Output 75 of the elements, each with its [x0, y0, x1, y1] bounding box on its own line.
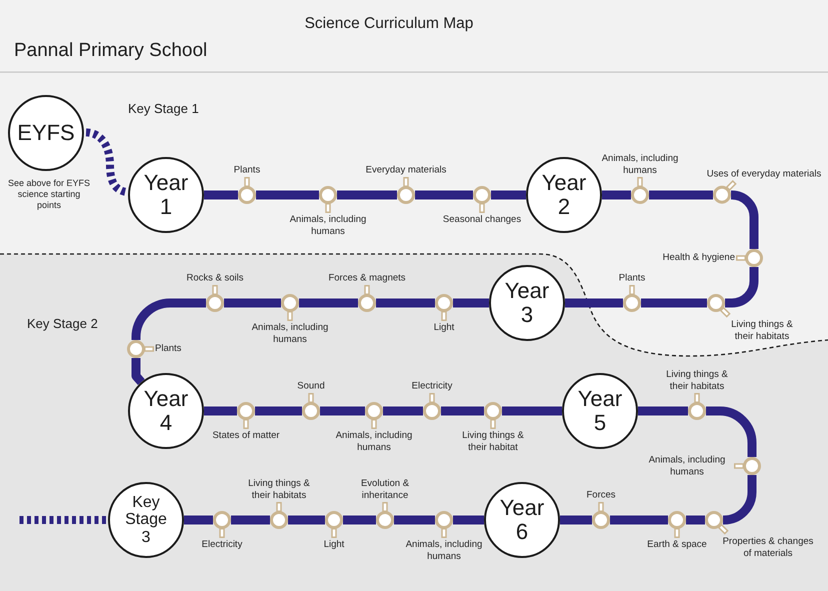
topic-label: Uses of everyday materials	[706, 168, 822, 180]
topic-label: Living things & their habitat	[461, 430, 525, 454]
route-line	[132, 358, 145, 386]
topic-label: Forces	[586, 489, 616, 501]
topic-label: Health & hygiene	[662, 252, 735, 264]
topic-label: Earth & space	[647, 539, 707, 551]
school-name: Pannal Primary School	[14, 40, 208, 62]
route-line	[686, 516, 705, 524]
topic-label: Evolution & inheritance	[360, 478, 410, 501]
route-line	[320, 406, 365, 416]
route-line	[337, 190, 397, 200]
topic-label: Electricity	[202, 539, 242, 551]
topic-label: Animals, including humans	[250, 322, 330, 346]
topic-label: Everyday materials	[366, 164, 446, 176]
section-label: Key Stage 2	[27, 316, 98, 331]
route-line	[641, 298, 707, 308]
topic-label: Living things & their habitats	[247, 478, 311, 501]
route-line	[394, 516, 435, 524]
route-line	[638, 406, 688, 416]
route-line	[415, 190, 473, 200]
route-line	[725, 267, 758, 308]
topic-label: Forces & magnets	[328, 272, 406, 284]
topic-label: Plants	[155, 343, 182, 355]
topic-label: Living things & their habitats	[730, 319, 794, 342]
topic-label: Animals, including humans	[648, 454, 726, 478]
route-line	[649, 190, 713, 200]
note-text: See above for EYFS science starting points	[6, 178, 92, 211]
title: Science Curriculum Map	[304, 15, 474, 33]
topic-label: Plants	[618, 272, 646, 284]
stage-label: EYFS	[17, 121, 75, 145]
route-line	[204, 406, 237, 416]
route-line	[184, 516, 213, 524]
route-line	[376, 298, 435, 308]
route-line	[453, 516, 484, 524]
route-line	[224, 298, 281, 308]
topic-label: Plants	[234, 164, 260, 176]
year-label: Year 2	[540, 171, 588, 219]
topic-label: Sound	[297, 380, 325, 392]
route-line	[453, 298, 489, 308]
route-line	[706, 406, 756, 457]
topic-label: Electricity	[412, 380, 452, 392]
topic-label: Light	[434, 322, 454, 334]
route-line	[491, 190, 526, 200]
topic-label: Animals, including humans	[334, 430, 414, 454]
route-line	[256, 190, 319, 200]
topic-label: Animals, including humans	[600, 152, 680, 176]
year-label: Year 1	[142, 171, 190, 219]
route-line	[383, 406, 423, 416]
route-line	[204, 190, 238, 200]
route-line	[343, 516, 376, 524]
route-line	[441, 406, 484, 416]
topic-label: States of matter	[212, 430, 280, 442]
topic-label: Light	[324, 539, 344, 551]
route-line	[502, 406, 562, 416]
route-line	[610, 516, 668, 524]
route-line	[288, 516, 325, 524]
topic-label: Animals, including humans	[404, 539, 484, 562]
year-label: Year 4	[142, 387, 190, 435]
topic-label: Animals, including humans	[288, 214, 368, 238]
year-label: Year 6	[498, 496, 546, 544]
topic-label: Seasonal changes	[442, 214, 522, 226]
route-line	[565, 298, 623, 308]
topic-label: Living things & their habitats	[665, 368, 729, 392]
year-label: Year 5	[576, 387, 624, 435]
route-line	[132, 298, 206, 342]
route-line	[299, 298, 358, 308]
stage-label: Key Stage 3	[124, 494, 168, 546]
year-label: Year 3	[504, 279, 550, 327]
topic-label: Properties & changes of materials	[722, 536, 814, 560]
topic-label: Rocks & soils	[186, 272, 244, 284]
route-line	[560, 516, 592, 524]
route-line	[255, 406, 302, 416]
route-line	[602, 190, 631, 200]
route-line	[231, 516, 270, 524]
section-label: Key Stage 1	[128, 101, 199, 116]
